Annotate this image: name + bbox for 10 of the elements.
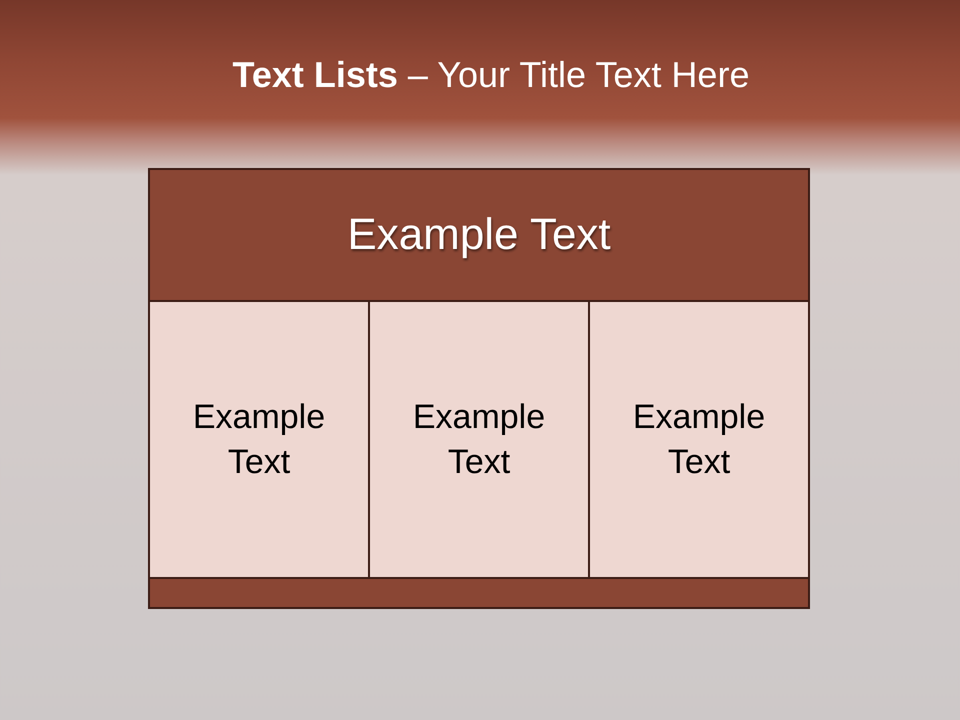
- cell-text: Example Text: [192, 397, 326, 482]
- footer-bar: [148, 577, 810, 609]
- text-cell: [588, 300, 810, 579]
- cell-text: Example Text: [412, 397, 546, 482]
- header-text: Example Text: [347, 209, 611, 262]
- text-cell: [148, 300, 370, 579]
- slide-title: Text Lists – Your Title Text Here: [232, 53, 750, 97]
- header-band: [148, 168, 810, 302]
- text-cell: [368, 300, 590, 579]
- cell-text: Example Text: [632, 397, 766, 482]
